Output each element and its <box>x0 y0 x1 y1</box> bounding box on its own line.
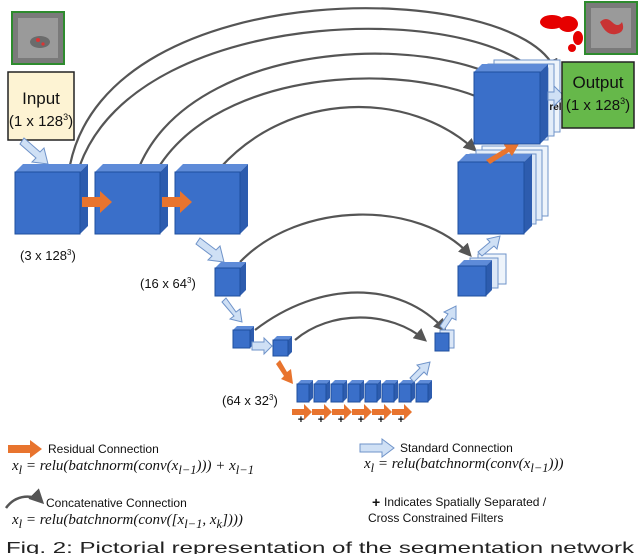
shape-label-level1: (16 x 643) <box>140 276 196 291</box>
shape-label-level0: (3 x 1283) <box>20 248 76 263</box>
bottleneck-residual-arrow: + <box>372 404 392 426</box>
standard-arrow-output <box>547 84 565 108</box>
input-box: Input (1 x 1283) <box>7 71 75 141</box>
segmentation-blob-icon <box>540 15 583 52</box>
encoder-block-level1 <box>214 262 246 297</box>
shape-label-level3: (64 x 323) <box>222 393 278 408</box>
standard-arrow-level1 <box>195 237 225 263</box>
legend-residual-label: Residual Connection <box>48 442 159 456</box>
legend-standard-label: Standard Connection <box>400 441 513 455</box>
standard-arrow-level2b <box>251 336 273 356</box>
formula-concatenative-wrap: xl = relu(batchnorm(conv([xl−1, xk]))) <box>12 512 243 531</box>
concat-arc-7 <box>254 291 447 332</box>
output-title: Output <box>572 73 623 92</box>
svg-text:+: + <box>398 414 404 426</box>
legend-standard-icon <box>359 438 395 458</box>
formula-residual-wrap: xl = relu(batchnorm(conv(xl−1))) + xl−1 <box>12 458 254 477</box>
bottleneck-residual-arrow: + <box>332 404 352 426</box>
legend-spatial-symbol: + <box>372 494 380 510</box>
bottleneck-block <box>364 380 381 403</box>
svg-text:+: + <box>378 414 384 426</box>
legend-residual-icon <box>8 440 42 458</box>
output-mri-thumbnail <box>584 1 638 55</box>
bottleneck-block <box>415 380 432 403</box>
concat-arc-1 <box>68 7 558 166</box>
formula-residual: xl = relu(batchnorm(conv(xl−1))) + xl−1 <box>12 458 254 477</box>
bottleneck-block <box>381 380 398 403</box>
legend-concatenative-label: Concatenative Connection <box>46 496 187 510</box>
bottleneck-residual-arrow: + <box>392 404 412 426</box>
standard-arrow-up-3 <box>477 235 501 257</box>
bottleneck-residual-arrow: + <box>352 404 372 426</box>
legend-spatial-line1: Indicates Spatially Separated / <box>384 495 547 509</box>
bottleneck-block <box>313 380 330 403</box>
standard-arrow-input <box>19 137 49 165</box>
residual-arrow-1 <box>82 191 112 213</box>
input-mri-thumbnail <box>11 11 65 65</box>
encoder-block-1 <box>14 164 88 235</box>
bottleneck-blocks <box>296 380 432 403</box>
encoder-block-level2 <box>232 326 254 349</box>
formula-concatenative: xl = relu(batchnorm(conv([xl−1, xk]))) <box>12 512 243 531</box>
output-dims: (1 x 1283) <box>566 96 630 114</box>
standard-arrow-up-1 <box>409 361 431 383</box>
legend-concatenative-icon <box>4 488 45 509</box>
legend-spatial-line2: Cross Constrained Filters <box>368 511 503 525</box>
input-dims: (1 x 1283) <box>9 112 73 130</box>
figure-caption: Fig. 2: Pictorial representation of the … <box>6 540 636 554</box>
residual-arrow-down <box>276 360 293 384</box>
bottleneck-block <box>398 380 415 403</box>
bottleneck-residual-arrow: + <box>312 404 332 426</box>
concatenative-connections <box>68 7 558 342</box>
formula-standard-wrap: xl = relu(batchnorm(conv(xl−1))) <box>364 456 564 475</box>
input-title: Input <box>22 89 60 108</box>
bottleneck-block <box>347 380 364 403</box>
residual-arrow-decoder <box>486 142 520 164</box>
concat-arc-5 <box>219 106 477 169</box>
standard-arrow-level2 <box>221 297 243 323</box>
svg-text:+: + <box>358 414 364 426</box>
legend: Residual Connection Standard Connection … <box>4 438 547 525</box>
decoder-block-level1 <box>457 253 507 297</box>
bottleneck-block <box>296 380 313 403</box>
decoder-block-level0 <box>457 145 549 235</box>
decoder-block-top <box>473 59 561 145</box>
concat-arc-8 <box>294 316 428 342</box>
svg-text:+: + <box>318 414 324 426</box>
encoder-level0 <box>14 164 248 235</box>
concat-arc-2 <box>78 27 547 166</box>
decoder-block-level2 <box>434 329 455 352</box>
bottleneck-residual-arrow: + <box>292 404 312 426</box>
bottleneck-residual-arrows: + + + + + + <box>292 404 412 426</box>
bottleneck-block <box>330 380 347 403</box>
residual-arrow-2 <box>162 191 192 213</box>
svg-text:+: + <box>338 414 344 426</box>
encoder-block-level2b <box>272 336 292 357</box>
standard-arrow-up-2 <box>439 305 457 331</box>
output-box: Output (1 x 1283) <box>561 61 635 129</box>
svg-text:+: + <box>298 414 304 426</box>
formula-standard: xl = relu(batchnorm(conv(xl−1))) <box>364 456 564 475</box>
concat-arc-6 <box>239 213 472 263</box>
